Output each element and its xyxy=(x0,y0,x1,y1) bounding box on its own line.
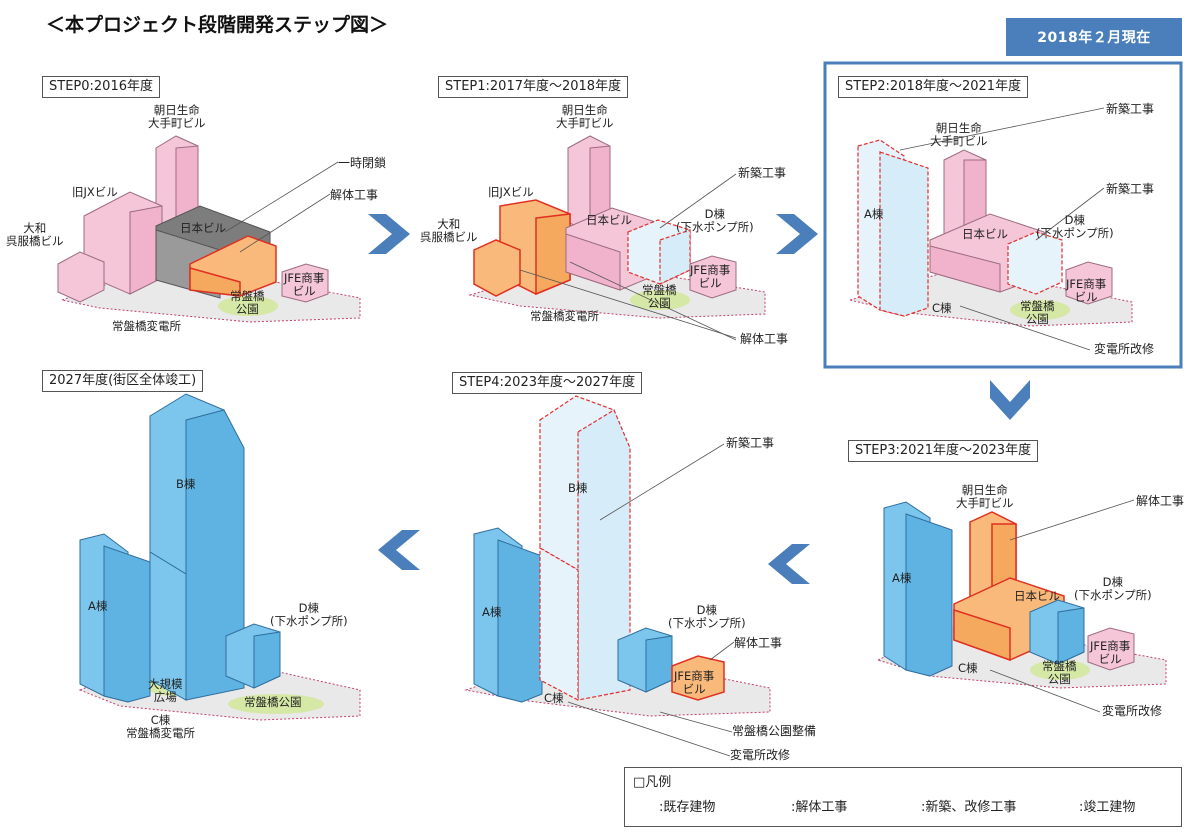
step1-asahi-label: 朝日生命 大手町ビル xyxy=(556,103,614,130)
step0-asahi-label: 朝日生命 大手町ビル xyxy=(148,103,206,130)
step4-callout-new: 新築工事 xyxy=(726,436,775,450)
arrow-step1-to-step2 xyxy=(776,214,818,254)
arrow-step2-to-step3 xyxy=(990,380,1030,420)
final-b-label: B棟 xyxy=(176,477,196,491)
step3-asahi-label: 朝日生命 大手町ビル xyxy=(956,483,1014,510)
step0-jx-label: 旧JXビル xyxy=(72,185,118,199)
step4-a-label: A棟 xyxy=(482,605,502,619)
step4-d-label: D棟 (下水ポンプ所) xyxy=(668,603,746,630)
step2-callout-new-2: 新築工事 xyxy=(1106,182,1155,196)
step2-callout-substation: 変電所改修 xyxy=(1094,342,1155,356)
step2-a-label: A棟 xyxy=(864,207,884,221)
step0-jfe-label: JFE商事 ビル xyxy=(284,271,325,298)
step1-d-label: D棟 (下水ポンプ所) xyxy=(676,207,754,234)
step4-callout-substation: 変電所改修 xyxy=(730,748,791,762)
step2-asahi-label: 朝日生命 大手町ビル xyxy=(930,121,988,148)
step4-b-label: B棟 xyxy=(568,481,588,495)
page-title: ＜本プロジェクト段階開発ステップ図＞ xyxy=(46,14,389,36)
final-plaza-label: 大規模 広場 xyxy=(148,677,183,704)
step1-illustration xyxy=(468,135,766,341)
legend-item-demolition: :解体工事 xyxy=(791,800,848,815)
step1-park-label: 常盤橋 公園 xyxy=(642,283,677,310)
step2-label: STEP2:2018年度～2021年度 xyxy=(838,76,1029,98)
step3-illustration xyxy=(876,499,1167,713)
step4-callout-park: 常盤橋公園整備 xyxy=(732,724,817,738)
legend-item-new: :新築、改修工事 xyxy=(921,800,1017,815)
step1-nihon-label: 日本ビル xyxy=(586,213,632,227)
step3-c-label: C棟 xyxy=(958,661,978,675)
step2-park-label: 常盤橋 公園 xyxy=(1020,299,1055,326)
final-park-label: 常盤橋公園 xyxy=(244,695,302,709)
step4-c-label: C棟 xyxy=(544,691,564,705)
step0-callout-closed: 一時閉鎖 xyxy=(338,156,387,170)
final-illustration xyxy=(78,393,361,721)
final-a-label: A棟 xyxy=(88,599,108,613)
final-label: 2027年度(街区全体竣工) xyxy=(42,370,204,392)
step1-daiwa-label: 大和 呉服橋ビル xyxy=(420,217,478,244)
step3-d-label: D棟 (下水ポンプ所) xyxy=(1074,575,1152,602)
step2-jfe-label: JFE商事 ビル xyxy=(1066,277,1107,304)
step0-callout-demolition: 解体工事 xyxy=(330,188,379,202)
arrow-step4-to-final xyxy=(378,530,420,570)
step3-callout-substation: 変電所改修 xyxy=(1102,704,1163,718)
final-c-label: C棟 常盤橋変電所 xyxy=(126,713,195,740)
step4-illustration xyxy=(464,395,771,757)
step1-callout-demolition: 解体工事 xyxy=(740,332,789,346)
step2-nihon-label: 日本ビル xyxy=(962,227,1008,241)
step3-a-label: A棟 xyxy=(892,571,912,585)
step0-nihon-label: 日本ビル xyxy=(180,221,226,235)
legend-item-complete: :竣工建物 xyxy=(1079,800,1136,815)
step2-c-label: C棟 xyxy=(932,301,952,315)
final-d-label: D棟 (下水ポンプ所) xyxy=(270,601,348,628)
step1-jx-label: 旧JXビル xyxy=(488,185,534,199)
arrow-step3-to-step4 xyxy=(768,544,810,584)
step4-callout-demolition: 解体工事 xyxy=(734,636,783,650)
legend: □凡例 :既存建物 :解体工事 :新築、改修工事 :竣工建物 xyxy=(624,767,1182,827)
step4-jfe-label: JFE商事 ビル xyxy=(674,669,715,696)
step3-callout-demolition: 解体工事 xyxy=(1136,494,1185,508)
current-step-frame xyxy=(823,61,1183,369)
step0-illustration xyxy=(57,135,361,323)
step0-label: STEP0:2016年度 xyxy=(42,76,160,98)
arrow-step0-to-step1 xyxy=(368,214,410,254)
step0-daiwa-label: 大和 呉服橋ビル xyxy=(6,221,64,248)
step3-nihon-label: 日本ビル xyxy=(1014,589,1060,603)
step2-illustration xyxy=(848,107,1133,351)
step3-park-label: 常盤橋 公園 xyxy=(1042,659,1077,686)
legend-title: □凡例 xyxy=(633,775,672,790)
step3-jfe-label: JFE商事 ビル xyxy=(1090,639,1131,666)
step0-substation-label: 常盤橋変電所 xyxy=(112,319,181,333)
date-badge: 2018年２月現在 xyxy=(1006,18,1182,56)
step2-d-label: D棟 (下水ポンプ所) xyxy=(1036,213,1114,240)
step3-label: STEP3:2021年度～2023年度 xyxy=(848,440,1039,462)
step1-substation-label: 常盤橋変電所 xyxy=(530,309,599,323)
step4-label: STEP4:2023年度～2027年度 xyxy=(452,372,643,394)
step1-callout-new: 新築工事 xyxy=(738,166,787,180)
step1-label: STEP1:2017年度～2018年度 xyxy=(438,76,629,98)
legend-item-existing: :既存建物 xyxy=(659,800,716,815)
step2-callout-new-1: 新築工事 xyxy=(1106,102,1155,116)
step0-park-label: 常盤橋 公園 xyxy=(230,289,265,316)
step1-jfe-label: JFE商事 ビル xyxy=(690,263,731,290)
